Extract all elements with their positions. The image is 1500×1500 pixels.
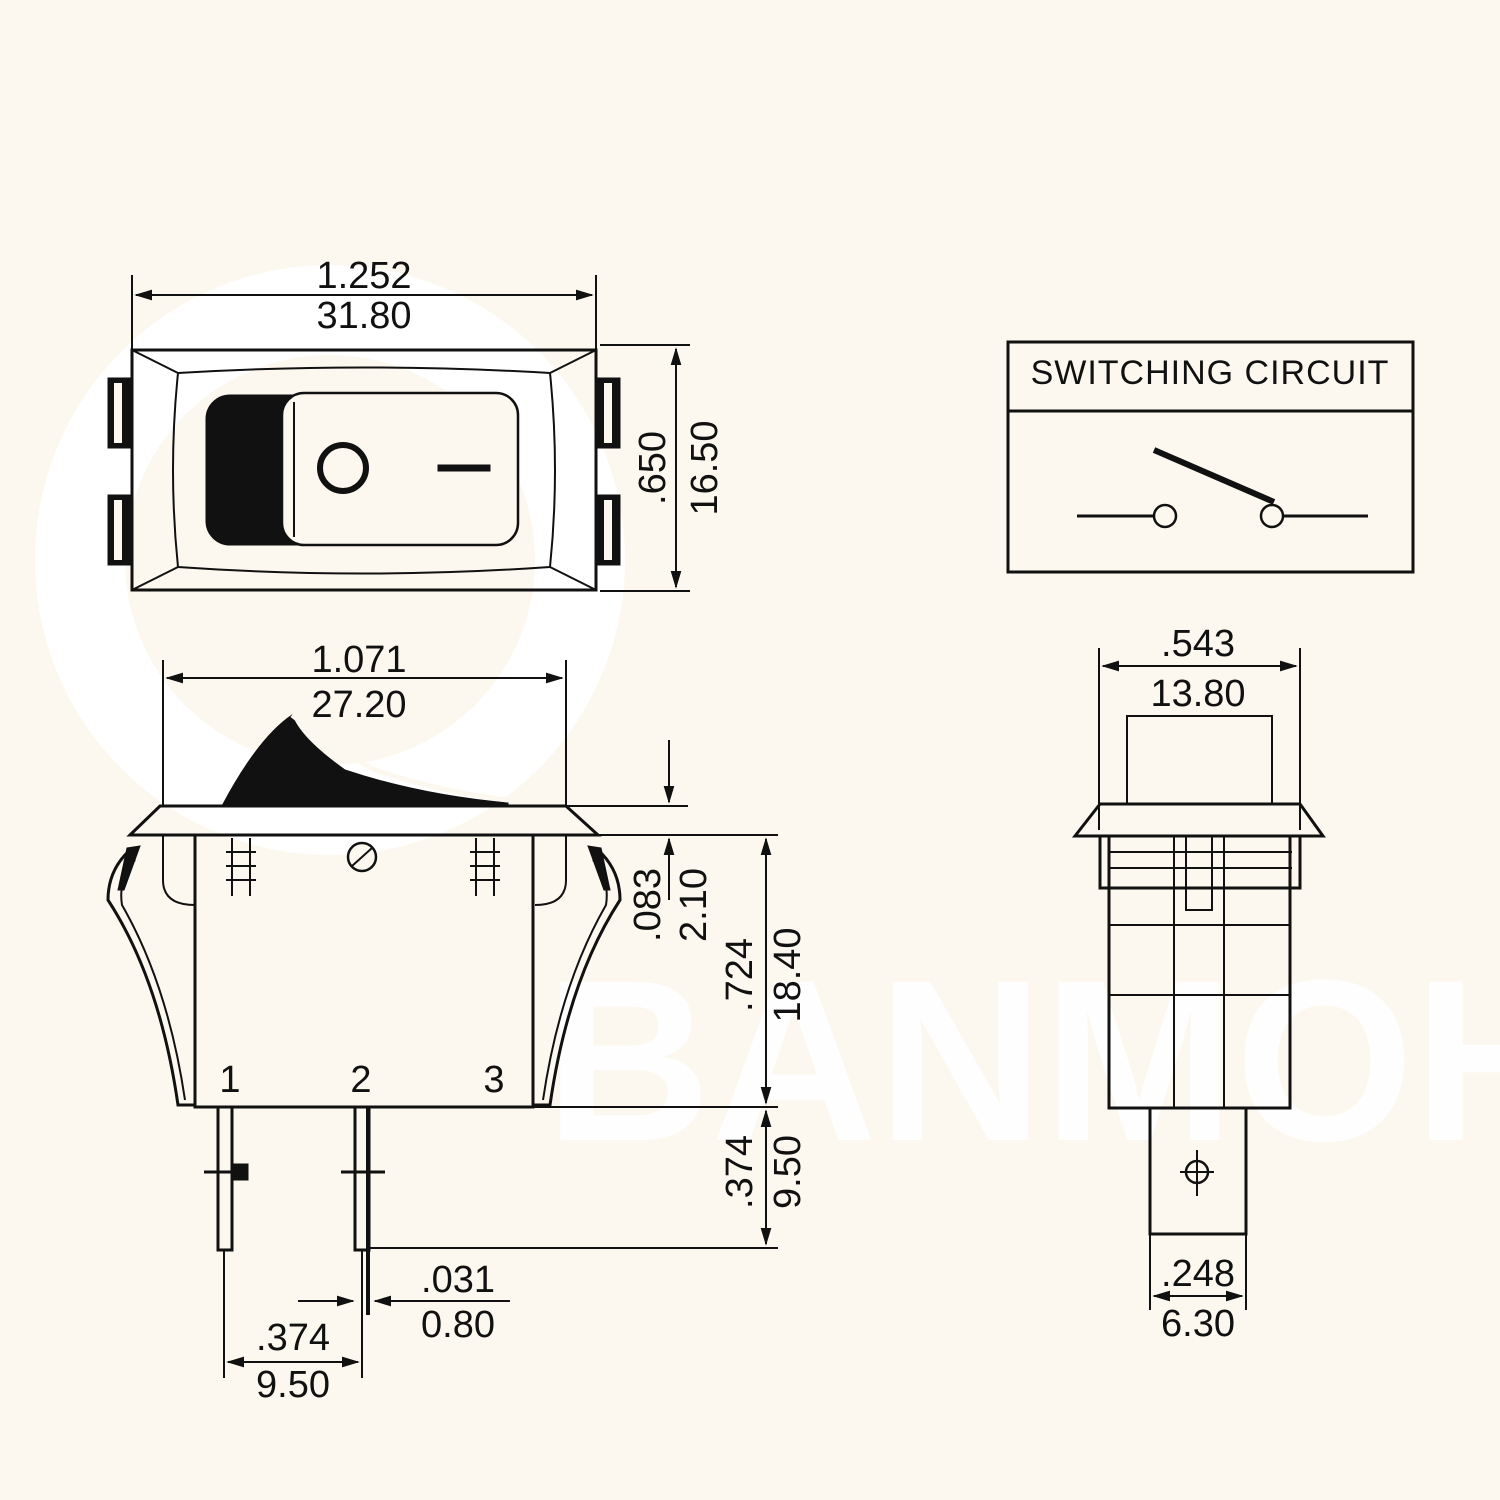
on-symbol-icon [437, 464, 491, 472]
terminal-label-1: 1 [219, 1059, 240, 1101]
terminal-thickness-inch-label: .031 [421, 1259, 495, 1301]
terminal-width-inch-label: .248 [1161, 1253, 1235, 1295]
end-width-inch-label: .543 [1161, 623, 1235, 665]
end-rocker [1126, 715, 1273, 805]
body-height-mm-label: 18.40 [767, 927, 809, 1022]
body-height-inch-label: .724 [719, 938, 761, 1012]
top-view: 1.252 31.80 .650 16.50 [107, 255, 726, 592]
flange-inch-label: .083 [627, 868, 669, 942]
circuit-contact-right [1259, 503, 1285, 529]
top-width-inch-label: 1.252 [316, 255, 411, 297]
side-width-inch-label: 1.071 [311, 639, 406, 681]
off-symbol-icon [317, 442, 369, 494]
terminal-label-3: 3 [483, 1059, 504, 1101]
top-height-inch-label: .650 [632, 431, 674, 505]
side-right-clip [533, 848, 622, 1107]
terminal-length-inch-label: .374 [719, 1135, 761, 1209]
end-bezel-flange [1071, 802, 1326, 838]
switching-circuit-title: SWITCHING CIRCUIT [1031, 354, 1390, 392]
side-left-clip [106, 848, 195, 1107]
end-housing-top [1098, 834, 1302, 890]
terminal-length-mm-label: 9.50 [767, 1135, 809, 1209]
terminal-1 [204, 1105, 249, 1252]
end-terminal [1148, 1106, 1248, 1236]
rocker-profile [221, 714, 509, 807]
top-height-mm-label: 16.50 [684, 420, 726, 515]
side-view: 1.071 27.20 1 2 3 [106, 639, 809, 1406]
side-rivet-left [226, 838, 256, 896]
terminal-width-mm-label: 6.30 [1161, 1303, 1235, 1345]
top-width-mm-label: 31.80 [316, 295, 411, 337]
switching-circuit-box: SWITCHING CIRCUIT [1006, 340, 1415, 574]
watermark-text: BANMOH [545, 932, 1500, 1189]
end-view: .543 13.80 .248 6.30 [1071, 623, 1326, 1345]
flange-mm-label: 2.10 [673, 868, 715, 942]
side-rivet-right [470, 838, 500, 896]
circuit-contact-left [1152, 503, 1178, 529]
terminal-thickness-mm-label: 0.80 [421, 1304, 495, 1346]
pitch-mm-label: 9.50 [256, 1364, 330, 1406]
pitch-inch-label: .374 [256, 1317, 330, 1359]
terminal-label-2: 2 [350, 1059, 371, 1101]
side-width-mm-label: 27.20 [311, 684, 406, 726]
top-view-bezel [130, 348, 598, 592]
circuit-switch-lever [1152, 447, 1276, 505]
watermark: BANMOH [35, 265, 1500, 1189]
end-width-mm-label: 13.80 [1150, 673, 1245, 715]
